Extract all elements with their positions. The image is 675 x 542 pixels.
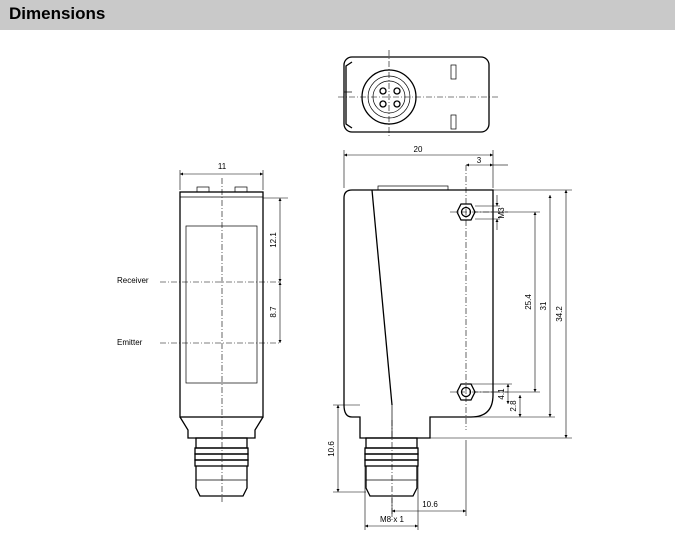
dim-front-width: 11	[218, 162, 227, 171]
dim-25-4: 25.4	[524, 294, 533, 310]
dim-10-6-vertical: 10.6	[327, 441, 336, 457]
dim-thread-hole: M3	[497, 207, 506, 219]
front-view	[160, 170, 288, 502]
label-emitter: Emitter	[117, 338, 143, 347]
dim-8-7: 8.7	[269, 306, 278, 318]
dim-31: 31	[539, 301, 548, 310]
dim-hole-offset: 3	[477, 156, 482, 165]
dim-connector-thread: M8 x 1	[380, 515, 405, 524]
dim-4-1: 4.1	[497, 388, 506, 400]
side-view	[333, 150, 572, 530]
top-view	[338, 50, 500, 136]
section-header: Dimensions	[0, 0, 675, 30]
dim-12-1: 12.1	[269, 232, 278, 248]
label-receiver: Receiver	[117, 276, 149, 285]
dim-2-8: 2.8	[509, 400, 518, 412]
dim-10-6-horizontal: 10.6	[422, 500, 438, 509]
section-title: Dimensions	[9, 4, 106, 23]
dim-side-width: 20	[414, 145, 423, 154]
dim-34-2: 34.2	[555, 306, 564, 322]
